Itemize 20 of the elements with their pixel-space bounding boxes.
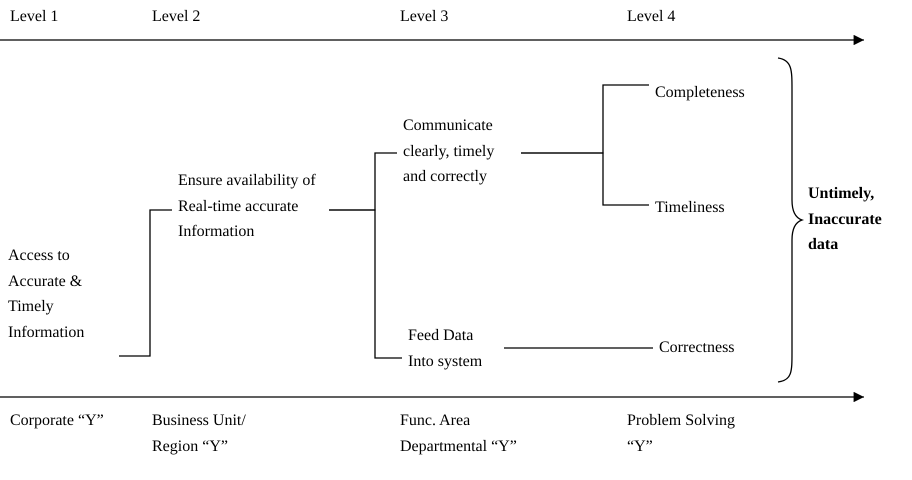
scope-label: Problem Solving “Y” bbox=[627, 411, 736, 456]
scope-label: Business Unit/ Region “Y” bbox=[152, 411, 247, 456]
scope-label: Func. Area Departmental “Y” bbox=[400, 411, 518, 456]
level-label: Level 4 bbox=[627, 7, 676, 27]
node-text: Correctness bbox=[659, 338, 735, 358]
connector-line bbox=[521, 152, 649, 206]
level-label: Level 3 bbox=[400, 7, 448, 27]
level-label: Level 2 bbox=[152, 7, 200, 27]
node-text: Ensure availability of Real-time accurate Information bbox=[178, 171, 317, 242]
node-text: Feed Data Into system bbox=[408, 326, 484, 372]
node-text: Completeness bbox=[655, 83, 745, 103]
level-label: Level 1 bbox=[10, 7, 58, 27]
node-text: Timeliness bbox=[655, 198, 725, 218]
node-text: Access to Accurate & Timely Information bbox=[8, 246, 86, 342]
outcome-label: Untimely, Inaccurate data bbox=[808, 184, 883, 255]
node-text: Communicate clearly, timely and correctly bbox=[403, 116, 496, 187]
connector-line bbox=[329, 209, 402, 359]
scope-label: Corporate “Y” bbox=[10, 411, 104, 431]
connector-line bbox=[504, 347, 653, 349]
connector-line bbox=[119, 209, 172, 357]
